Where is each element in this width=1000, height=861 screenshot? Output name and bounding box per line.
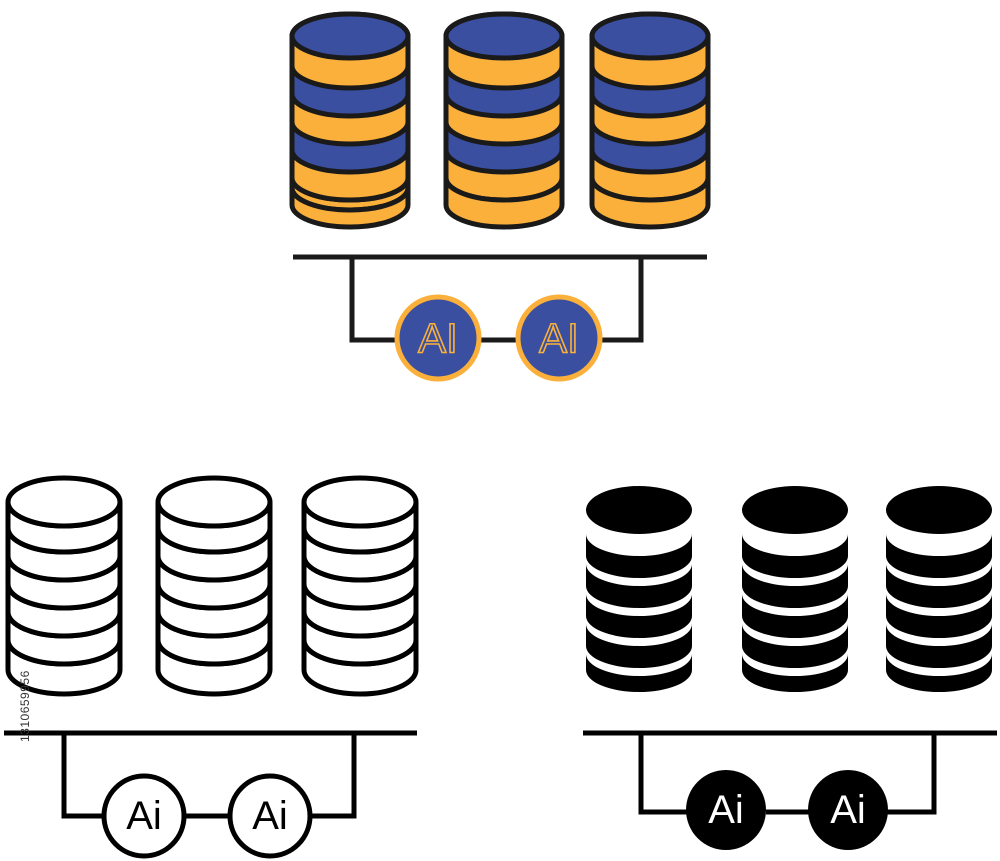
color-database-stack-left xyxy=(289,11,411,230)
color-ai-label-right: AI xyxy=(539,315,579,362)
solid-database-stack-middle xyxy=(742,486,848,692)
color-ai-database-icon: AI AI xyxy=(289,11,711,382)
outline-ai-label-right: Ai xyxy=(252,794,288,838)
stock-image-id: 1310659956 xyxy=(18,670,32,742)
outline-ai-database-icon: Ai Ai xyxy=(4,475,419,859)
color-connector-lines xyxy=(293,254,707,343)
solid-ai-node-right: Ai xyxy=(808,770,888,850)
outline-ai-label-left: Ai xyxy=(126,794,162,838)
color-ai-label-left: AI xyxy=(418,315,458,362)
outline-ai-node-left: Ai xyxy=(101,773,187,859)
solid-ai-label-left: Ai xyxy=(708,788,744,832)
color-ai-node-left: AI xyxy=(394,294,482,382)
solid-ai-database-icon: Ai Ai xyxy=(583,486,997,850)
color-database-stack-right xyxy=(589,11,711,230)
outline-ai-node-right: Ai xyxy=(227,773,313,859)
solid-database-stack-left xyxy=(586,486,692,692)
solid-database-stack-right xyxy=(886,486,992,692)
color-ai-node-right: AI xyxy=(515,294,603,382)
outline-database-stack-left xyxy=(5,475,123,697)
color-database-stack-middle xyxy=(443,11,565,230)
outline-database-stack-right xyxy=(301,475,419,697)
solid-connector-lines xyxy=(583,730,997,815)
outline-database-stack-middle xyxy=(155,475,273,697)
solid-ai-node-left: Ai xyxy=(686,770,766,850)
solid-ai-label-right: Ai xyxy=(830,788,866,832)
outline-connector-lines xyxy=(4,730,417,819)
